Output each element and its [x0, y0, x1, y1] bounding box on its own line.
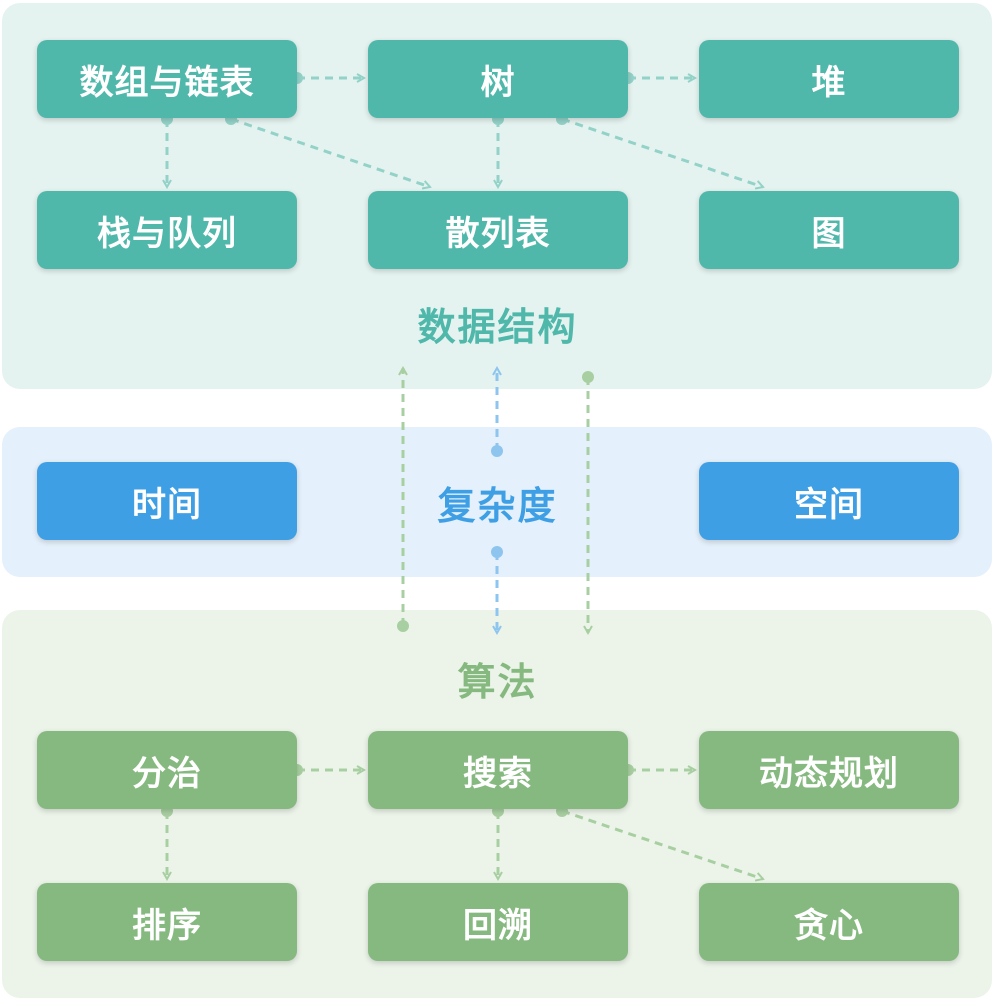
- node-dynamic-programming[interactable]: 动态规划: [699, 731, 959, 809]
- node-heap[interactable]: 堆: [699, 40, 959, 118]
- node-divide-conquer[interactable]: 分治: [37, 731, 297, 809]
- node-tree[interactable]: 树: [368, 40, 628, 118]
- node-graph[interactable]: 图: [699, 191, 959, 269]
- complexity-title: 复杂度: [437, 484, 558, 528]
- node-search[interactable]: 搜索: [368, 731, 628, 809]
- algorithm-title: 算法: [457, 660, 538, 704]
- node-array-linked-list[interactable]: 数组与链表: [37, 40, 297, 118]
- node-space[interactable]: 空间: [699, 462, 959, 540]
- node-backtracking[interactable]: 回溯: [368, 883, 628, 961]
- node-time[interactable]: 时间: [37, 462, 297, 540]
- node-greedy[interactable]: 贪心: [699, 883, 959, 961]
- node-sorting[interactable]: 排序: [37, 883, 297, 961]
- node-hash-table[interactable]: 散列表: [368, 191, 628, 269]
- data-structure-title: 数据结构: [417, 305, 578, 349]
- node-stack-queue[interactable]: 栈与队列: [37, 191, 297, 269]
